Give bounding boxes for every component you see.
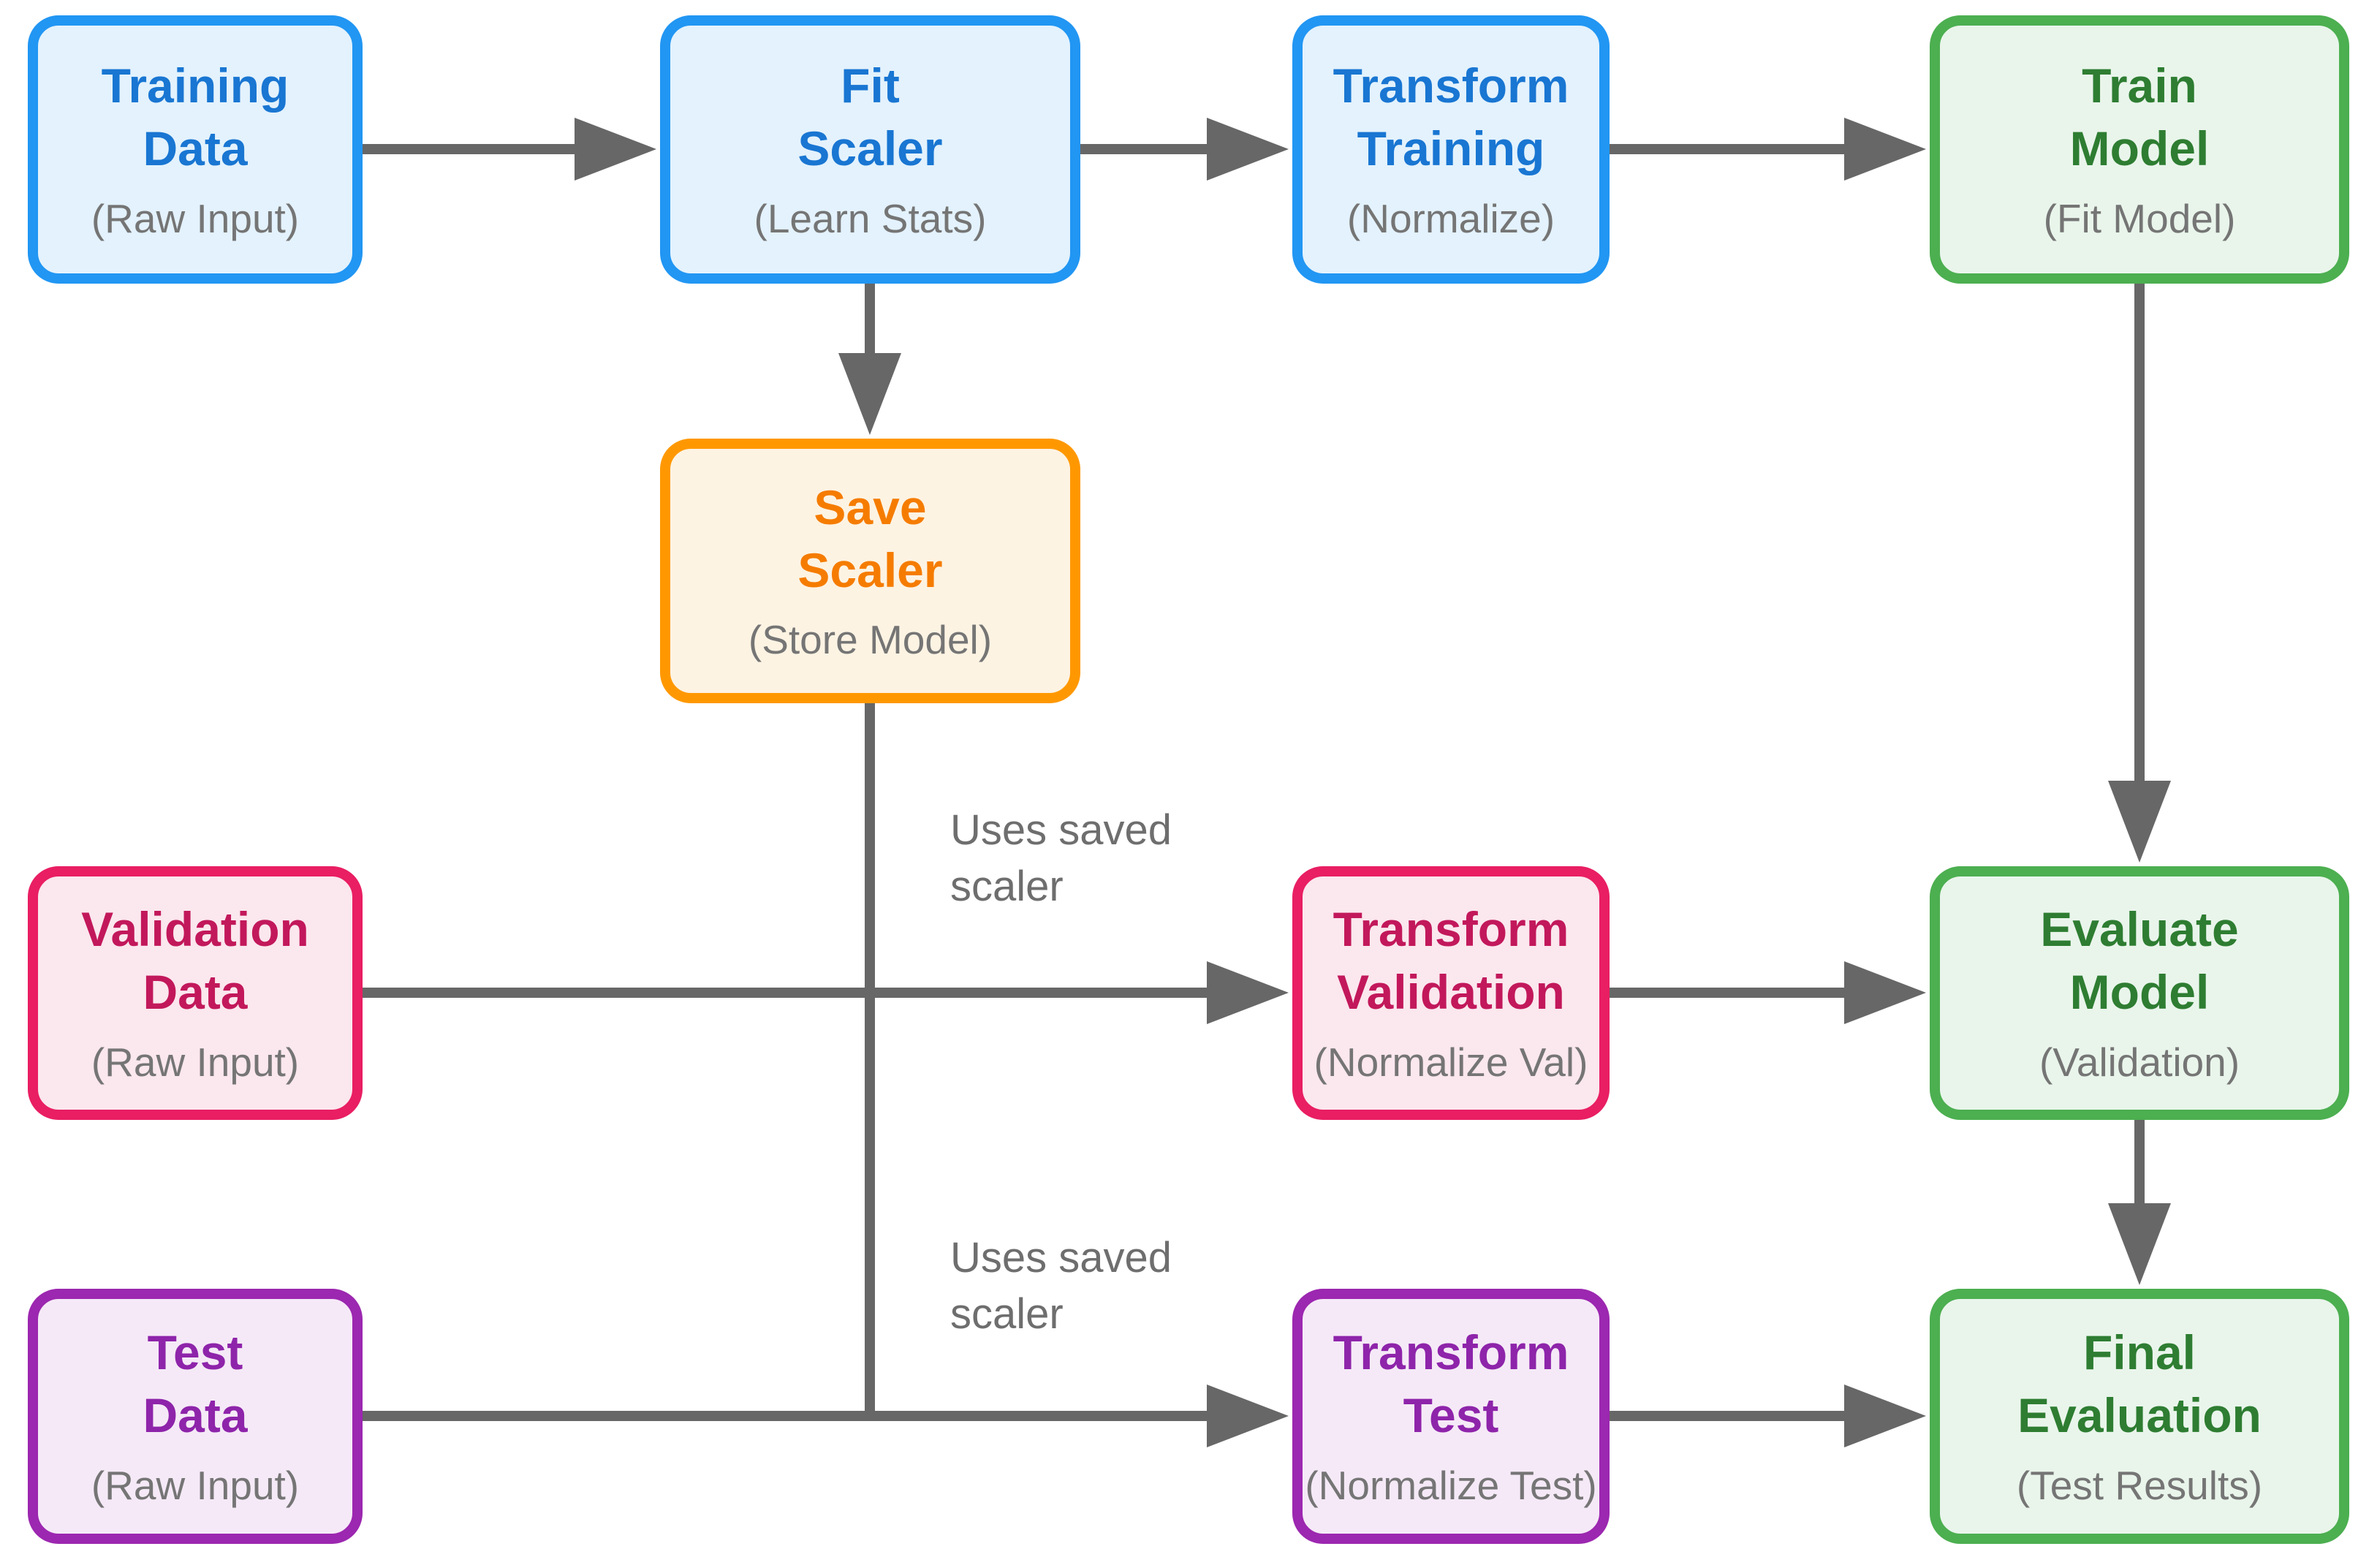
node-subtitle: (Raw Input) xyxy=(91,1462,300,1508)
node-title-line: Model xyxy=(2069,965,2210,1020)
node-subtitle: (Normalize Test) xyxy=(1305,1462,1597,1508)
annotation-line: scaler xyxy=(950,1289,1064,1338)
node-subtitle: (Learn Stats) xyxy=(754,195,987,241)
node-title-line: Training xyxy=(1357,121,1545,176)
node-title-line: Validation xyxy=(81,902,309,957)
node-title-line: Transform xyxy=(1333,1325,1569,1380)
node-title-line: Evaluation xyxy=(2017,1388,2262,1443)
uses-saved-scaler-validation-label: Uses saved scaler xyxy=(950,803,1172,914)
node-subtitle: (Fit Model) xyxy=(2043,195,2236,241)
node-title-line: Model xyxy=(2069,121,2210,176)
node-title-line: Test xyxy=(1403,1388,1499,1443)
node-title-line: Training xyxy=(101,58,289,113)
node-title-line: Test xyxy=(147,1325,243,1380)
node-title-line: Save xyxy=(814,480,927,534)
arrowhead-fit-scaler-to-save-scaler xyxy=(838,353,901,435)
node-title-line: Scaler xyxy=(797,121,943,176)
node-subtitle: (Validation) xyxy=(2039,1039,2240,1085)
annotation-line: Uses saved xyxy=(950,1234,1172,1281)
arrowhead-transform-training-to-train-model xyxy=(1844,118,1926,181)
arrowhead-train-model-to-evaluate-model xyxy=(2108,781,2171,863)
node-subtitle: (Store Model) xyxy=(748,617,993,663)
arrowhead-test-data-to-transform-test xyxy=(1207,1385,1289,1447)
node-title-line: Transform xyxy=(1333,902,1569,957)
node-title-line: Final xyxy=(2082,1325,2196,1380)
node-title-line: Data xyxy=(143,965,248,1020)
node-title-line: Evaluate xyxy=(2040,902,2239,957)
node-title-line: Data xyxy=(143,121,248,176)
annotation-line: Uses saved xyxy=(950,806,1172,854)
node-title-line: Scaler xyxy=(797,542,943,597)
arrowhead-validation-data-to-transform-validation xyxy=(1207,961,1289,1024)
arrowhead-evaluate-model-to-final-evaluation xyxy=(2108,1203,2171,1285)
node-subtitle: (Normalize) xyxy=(1346,195,1555,241)
node-subtitle: (Normalize Val) xyxy=(1314,1039,1588,1085)
arrowhead-transform-validation-to-evaluate-model xyxy=(1844,961,1926,1024)
node-subtitle: (Raw Input) xyxy=(91,1039,300,1085)
node-title-line: Transform xyxy=(1333,58,1569,113)
node-subtitle: (Test Results) xyxy=(2016,1462,2263,1508)
node-title-line: Validation xyxy=(1337,965,1565,1020)
arrowhead-training-data-to-fit-scaler xyxy=(575,118,656,181)
annotation-line: scaler xyxy=(950,862,1064,910)
arrowhead-transform-test-to-final-evaluation xyxy=(1844,1385,1926,1447)
node-subtitle: (Raw Input) xyxy=(91,195,300,241)
arrowhead-fit-scaler-to-transform-training xyxy=(1207,118,1289,181)
node-title-line: Fit xyxy=(841,58,900,113)
uses-saved-scaler-test-label: Uses saved scaler xyxy=(950,1230,1172,1342)
node-title-line: Data xyxy=(143,1388,248,1443)
node-title-line: Train xyxy=(2082,58,2197,113)
